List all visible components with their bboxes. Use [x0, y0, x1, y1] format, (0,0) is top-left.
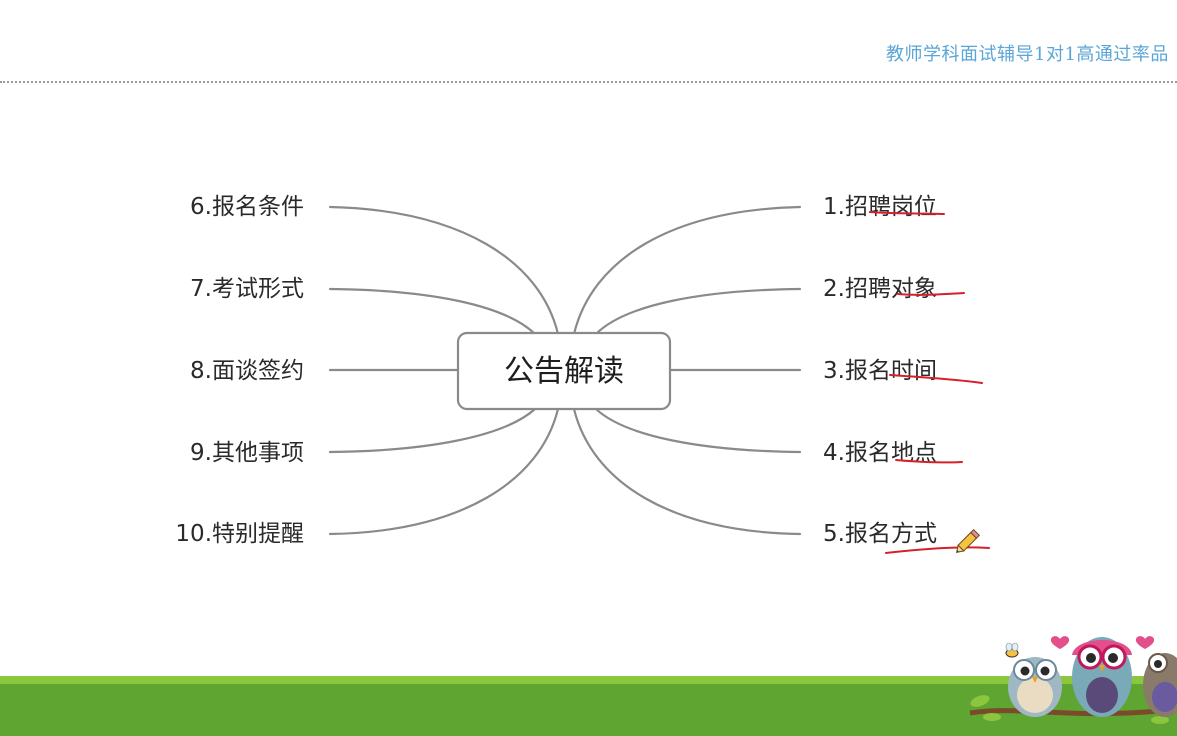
center-node-box	[456, 331, 672, 411]
branch-line-4	[594, 407, 802, 454]
owl-decoration-icon	[969, 636, 1177, 724]
heart-icon	[1050, 636, 1155, 649]
branch-label-6: 6.报名条件	[190, 194, 304, 220]
branch-label-10: 10.特别提醒	[175, 521, 304, 547]
branch-line-1	[572, 205, 802, 336]
branch-line-10	[328, 407, 560, 536]
owl-pink	[1072, 637, 1132, 717]
branch-label-7: 7.考试形式	[190, 276, 304, 302]
pencil-icon	[956, 528, 981, 553]
owl-teal	[1008, 657, 1062, 717]
header-divider	[0, 81, 1177, 83]
owl-olive	[1143, 653, 1177, 717]
branch-label-8: 8.面谈签约	[190, 358, 304, 384]
center-node-label: 公告解读	[504, 354, 624, 389]
branch-line-9	[328, 407, 537, 454]
header-brand-text: 教师学科面试辅导1对1高通过率品	[886, 44, 1169, 65]
branch-label-9: 9.其他事项	[190, 440, 304, 466]
footer-band-light	[0, 676, 1177, 684]
branch-line-6	[328, 205, 560, 336]
branch-line-7	[328, 287, 537, 336]
branch-label-5: 5.报名方式	[823, 521, 937, 547]
annotation-underline-4	[895, 459, 963, 464]
branch-label-2: 2.招聘对象	[823, 276, 937, 302]
annotation-underline-2	[897, 292, 965, 296]
branch-line-5	[572, 407, 802, 536]
branch-line-2	[594, 287, 802, 336]
annotation-underline-1	[869, 211, 945, 215]
branch-label-1: 1.招聘岗位	[823, 194, 937, 220]
annotation-underline-5	[885, 546, 990, 554]
annotation-underline-3	[889, 374, 983, 384]
branch-label-3: 3.报名时间	[823, 358, 937, 384]
bee-icon	[1005, 642, 1019, 658]
